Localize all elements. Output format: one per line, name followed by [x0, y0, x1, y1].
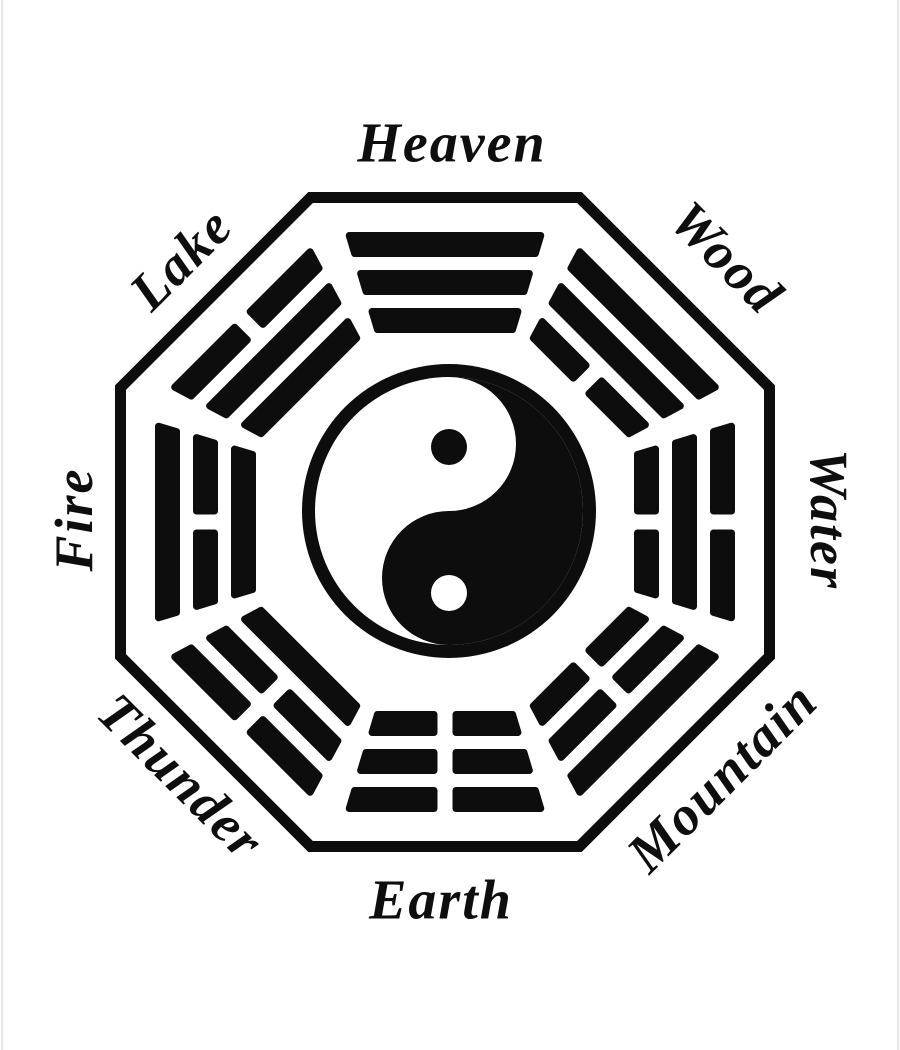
trigram-kun	[345, 711, 545, 812]
trigram-qian	[345, 232, 545, 333]
trigram-kan	[634, 422, 735, 622]
yin-field	[382, 377, 583, 645]
trigram-label-heaven: Heaven	[357, 112, 547, 175]
trigram-label-water: Water	[799, 449, 859, 591]
yin-dot	[431, 429, 467, 465]
trigram-dui	[171, 248, 361, 438]
photo-edge-right	[897, 0, 899, 1050]
trigram-label-fire: Fire	[44, 467, 104, 572]
photo-edge-left	[1, 0, 3, 1050]
yang-dot	[431, 575, 467, 611]
trigram-label-earth: Earth	[369, 869, 513, 932]
trigram-li	[155, 422, 256, 622]
trigram-zhen	[171, 606, 361, 796]
trigram-xun	[529, 248, 719, 438]
octagon-frame	[115, 192, 775, 852]
yin-yang-symbol	[302, 364, 596, 658]
trigram-gen	[529, 606, 719, 796]
